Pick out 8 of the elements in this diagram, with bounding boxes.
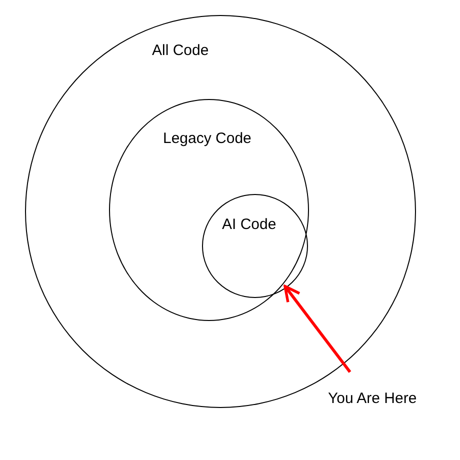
annotation-text: You Are Here: [328, 390, 417, 407]
circle: [25, 15, 416, 408]
circle-label: All Code: [152, 42, 209, 59]
circle-label: AI Code: [222, 216, 276, 233]
circle-label: Legacy Code: [163, 130, 252, 147]
circle: [202, 194, 308, 298]
arrow: [284, 284, 352, 373]
circle: [109, 99, 309, 321]
